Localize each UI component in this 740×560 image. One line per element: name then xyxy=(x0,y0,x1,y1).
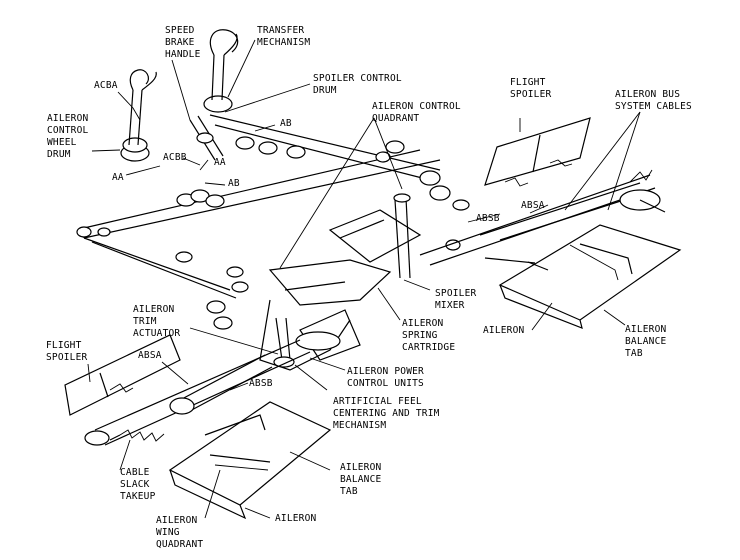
cable-slack-takeup-label: CABLE SLACK TAKEUP xyxy=(120,467,156,502)
upper-cable-loop xyxy=(83,114,441,299)
aileron-trim-actuator-label: AILERON TRIM ACTUATOR xyxy=(133,304,181,339)
aileron-balance-tab-right-label: AILERON BALANCE TAB xyxy=(625,324,667,359)
aa-upper-label: AA xyxy=(214,157,226,168)
transfer-mechanism-label: TRANSFER MECHANISM xyxy=(257,25,311,48)
aileron-wing-quadrant-label: AILERON WING QUADRANT xyxy=(156,515,204,550)
leader-lines xyxy=(87,39,641,519)
aileron-control-wheel-drum-label: AILERON CONTROL WHEEL DRUM xyxy=(47,113,89,160)
right-flight-spoiler-shape xyxy=(484,117,591,187)
absb-right-label: ABSB xyxy=(476,213,500,224)
absb-left-label: ABSB xyxy=(249,378,273,389)
aileron-power-control-units-label: AILERON POWER CONTROL UNITS xyxy=(347,366,424,389)
ab-lower-label: AB xyxy=(228,178,240,189)
speed-brake-handle-label: SPEED BRAKE HANDLE xyxy=(165,25,201,60)
aa-left-label: AA xyxy=(112,172,124,183)
absa-left-label: ABSA xyxy=(138,350,162,361)
right-wing-cables xyxy=(419,169,666,266)
right-aileron-shape xyxy=(484,224,682,329)
acba-label: ACBA xyxy=(94,80,118,91)
flight-spoiler-right-label: FLIGHT SPOILER xyxy=(510,77,552,100)
aileron-balance-tab-left-label: AILERON BALANCE TAB xyxy=(340,462,382,497)
aileron-bus-system-cables-label: AILERON BUS SYSTEM CABLES xyxy=(615,89,692,112)
left-wing-tube xyxy=(84,339,311,446)
pulleys xyxy=(76,136,470,330)
acbb-label: ACBB xyxy=(163,152,187,163)
flight-spoiler-left-label: FLIGHT SPOILER xyxy=(46,340,88,363)
left-aileron-shape xyxy=(168,401,332,520)
spoiler-mixer-label: SPOILER MIXER xyxy=(435,288,477,311)
central-assembly xyxy=(259,193,422,371)
aileron-left-label: AILERON xyxy=(275,513,317,524)
aileron-spring-cartridge-label: AILERON SPRING CARTRIDGE xyxy=(402,318,456,353)
aileron-control-quadrant-label: AILERON CONTROL QUADRANT xyxy=(372,101,461,124)
artificial-feel-centering-trim-label: ARTIFICIAL FEEL CENTERING AND TRIM MECHA… xyxy=(333,396,440,431)
cable-slack-takeup-shape xyxy=(109,429,165,442)
aileron-right-label: AILERON xyxy=(483,325,525,336)
spoiler-control-drum-label: SPOILER CONTROL DRUM xyxy=(313,73,402,96)
left-flight-spoiler-shape xyxy=(64,334,181,416)
absa-right-label: ABSA xyxy=(521,200,545,211)
control-drums xyxy=(120,29,239,162)
ab-upper-label: AB xyxy=(280,118,292,129)
